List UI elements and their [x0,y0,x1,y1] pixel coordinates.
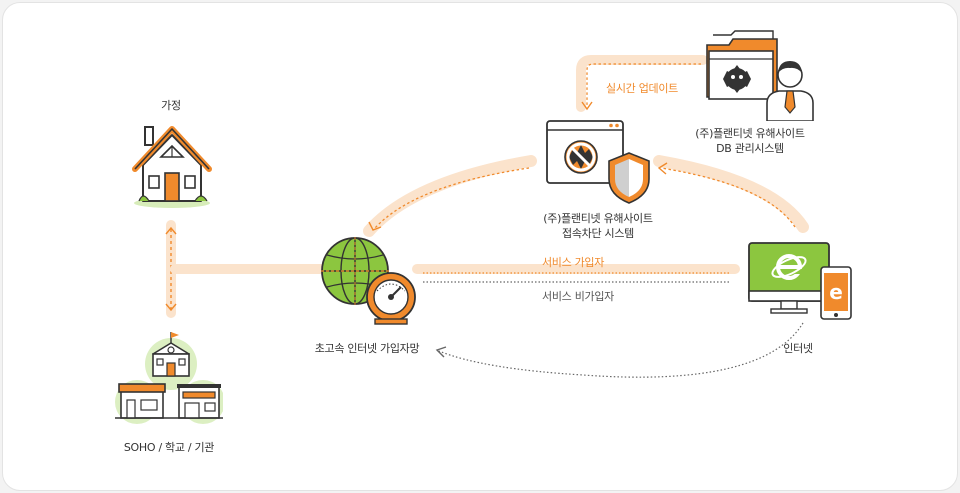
service-subscriber-label: 서비스 가입자 [541,256,605,269]
blocking-to-globe-arc [363,155,537,237]
blocking-system-label-line2: 접속차단 시스템 [562,227,634,240]
flow-connectors [165,55,809,378]
blocking-system-label-line1: (주)플랜티넷 유해사이트 [543,212,653,225]
realtime-update-label: 실시간 업데이트 [606,82,678,95]
svg-text:e: e [829,280,843,304]
service-non-subscriber-label: 서비스 비가입자 [542,290,614,303]
internet-to-blocking-arc [653,155,809,233]
realtime-update-connector [576,55,708,112]
db-system-label-line1: (주)플랜티넷 유해사이트 [695,127,805,140]
house-icon [132,126,212,208]
subscriber-network-label: 초고속 인터넷 가입자망 [314,342,420,355]
internet-label: 인터넷 [783,342,813,355]
buildings-icon [115,332,223,424]
globe-speedometer-icon [321,237,416,325]
soho-label: SOHO / 학교 / 기관 [123,441,215,454]
internet-explorer-devices-icon: e [748,242,852,320]
db-system-label-line2: DB 관리시스템 [716,142,784,155]
folder-admin-icon [706,30,814,121]
home-label: 가정 [161,99,181,112]
internet-to-globe-return-arc [438,322,804,378]
blocking-window-shield-icon [546,120,650,204]
